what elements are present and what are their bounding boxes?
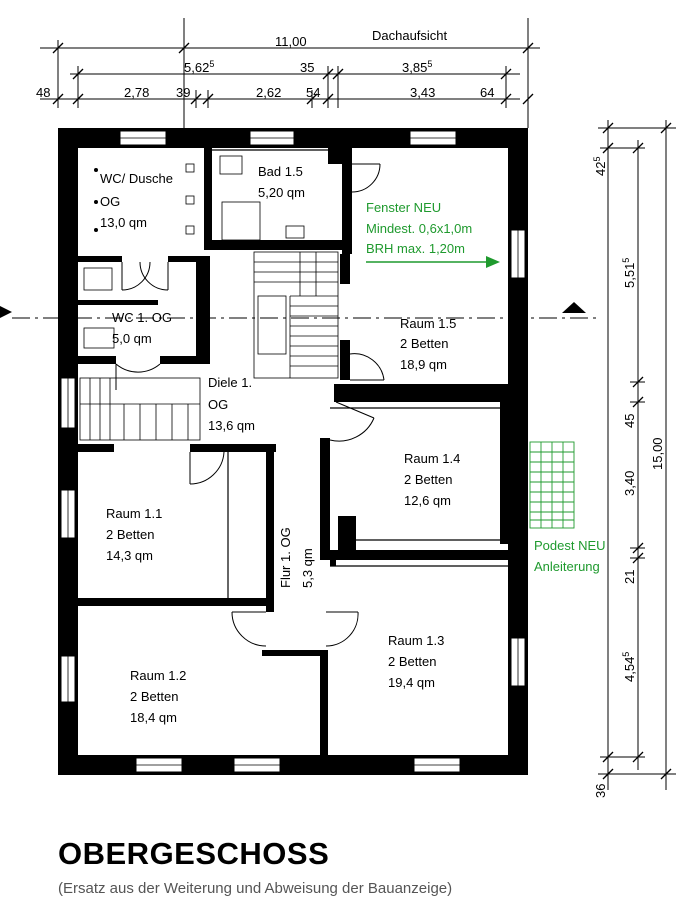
raum11-name: Raum 1.1 [106,506,162,521]
wc-name: WC 1. OG [112,310,172,325]
dim-row3-f: 3,43 [410,85,435,100]
raum13-area: 19,4 qm [388,675,435,690]
raum14-name: Raum 1.4 [404,451,460,466]
thin-walls [212,149,508,598]
dim-row3-d: 2,62 [256,85,281,100]
flur-name: Flur 1. OG [278,527,293,588]
dim-row2-a: 5,625 [184,59,214,75]
podest-note-line2: Anleiterung [534,559,600,574]
raum11-beds: 2 Betten [106,527,154,542]
dim-row3-e: 54 [306,85,320,100]
right-dimension-ticks [602,122,672,780]
raum13-beds: 2 Betten [388,654,436,669]
dim-roof-label: Dachaufsicht [372,28,448,43]
top-dimension-ticks [52,42,534,105]
sanitary-fixtures [83,155,305,349]
diele-area: 13,6 qm [208,418,255,433]
diele-floor: OG [208,397,228,412]
bad-name: Bad 1.5 [258,164,303,179]
small-staircase [79,377,201,441]
raum15-beds: 2 Betten [400,336,448,351]
interior-walls [78,148,528,755]
raum12-beds: 2 Betten [130,689,178,704]
dim-row3-c: 39 [176,85,190,100]
dim-right-6: 4,545 [621,652,637,682]
raum12-area: 18,4 qm [130,710,177,725]
window-arrow-head-icon [486,256,500,268]
raum14-beds: 2 Betten [404,472,452,487]
raum15-area: 18,9 qm [400,357,447,372]
dim-total-width: 11,00 [275,34,307,49]
raum15-name: Raum 1.5 [400,316,456,331]
dim-right-2: 5,515 [621,258,637,288]
dim-row2-b: 35 [300,60,314,75]
dim-row3-a: 48 [36,85,50,100]
podest-note-line1: Podest NEU [534,538,606,553]
fenster-note-line1: Fenster NEU [366,200,441,215]
podest-grid [529,441,575,529]
doors [115,163,385,647]
dim-right-1: 425 [592,157,608,176]
dim-row2-c: 3,855 [402,59,432,75]
section-marker-right-icon [562,302,586,313]
main-staircase [253,251,339,379]
wc-dusche-name: WC/ Dusche [100,171,173,186]
fenster-note-line3: BRH max. 1,20m [366,241,465,256]
wc-dusche-floor: OG [100,194,120,209]
plan-title: OBERGESCHOSS [58,836,330,871]
fenster-note-line2: Mindest. 0,6x1,0m [366,221,472,236]
wc-area: 5,0 qm [112,331,152,346]
dim-right-3: 45 [622,414,637,428]
raum11-area: 14,3 qm [106,548,153,563]
diele-name: Diele 1. [208,375,252,390]
dim-row3-b: 2,78 [124,85,149,100]
dim-right-4: 3,40 [622,471,637,496]
plan-subtitle: (Ersatz aus der Weiterung und Abweisung … [58,880,453,897]
bad-area: 5,20 qm [258,185,305,200]
fixture-dots [94,168,98,232]
raum13-name: Raum 1.3 [388,633,444,648]
dim-right-7: 36 [593,784,608,798]
section-marker-left-icon [0,306,12,318]
raum12-name: Raum 1.2 [130,668,186,683]
dim-right-5: 21 [622,570,637,584]
wc-dusche-area: 13,0 qm [100,215,147,230]
dim-right-total: 15,00 [650,437,665,470]
flur-area: 5,3 qm [300,548,315,588]
raum14-area: 12,6 qm [404,493,451,508]
dim-row3-g: 64 [480,85,494,100]
